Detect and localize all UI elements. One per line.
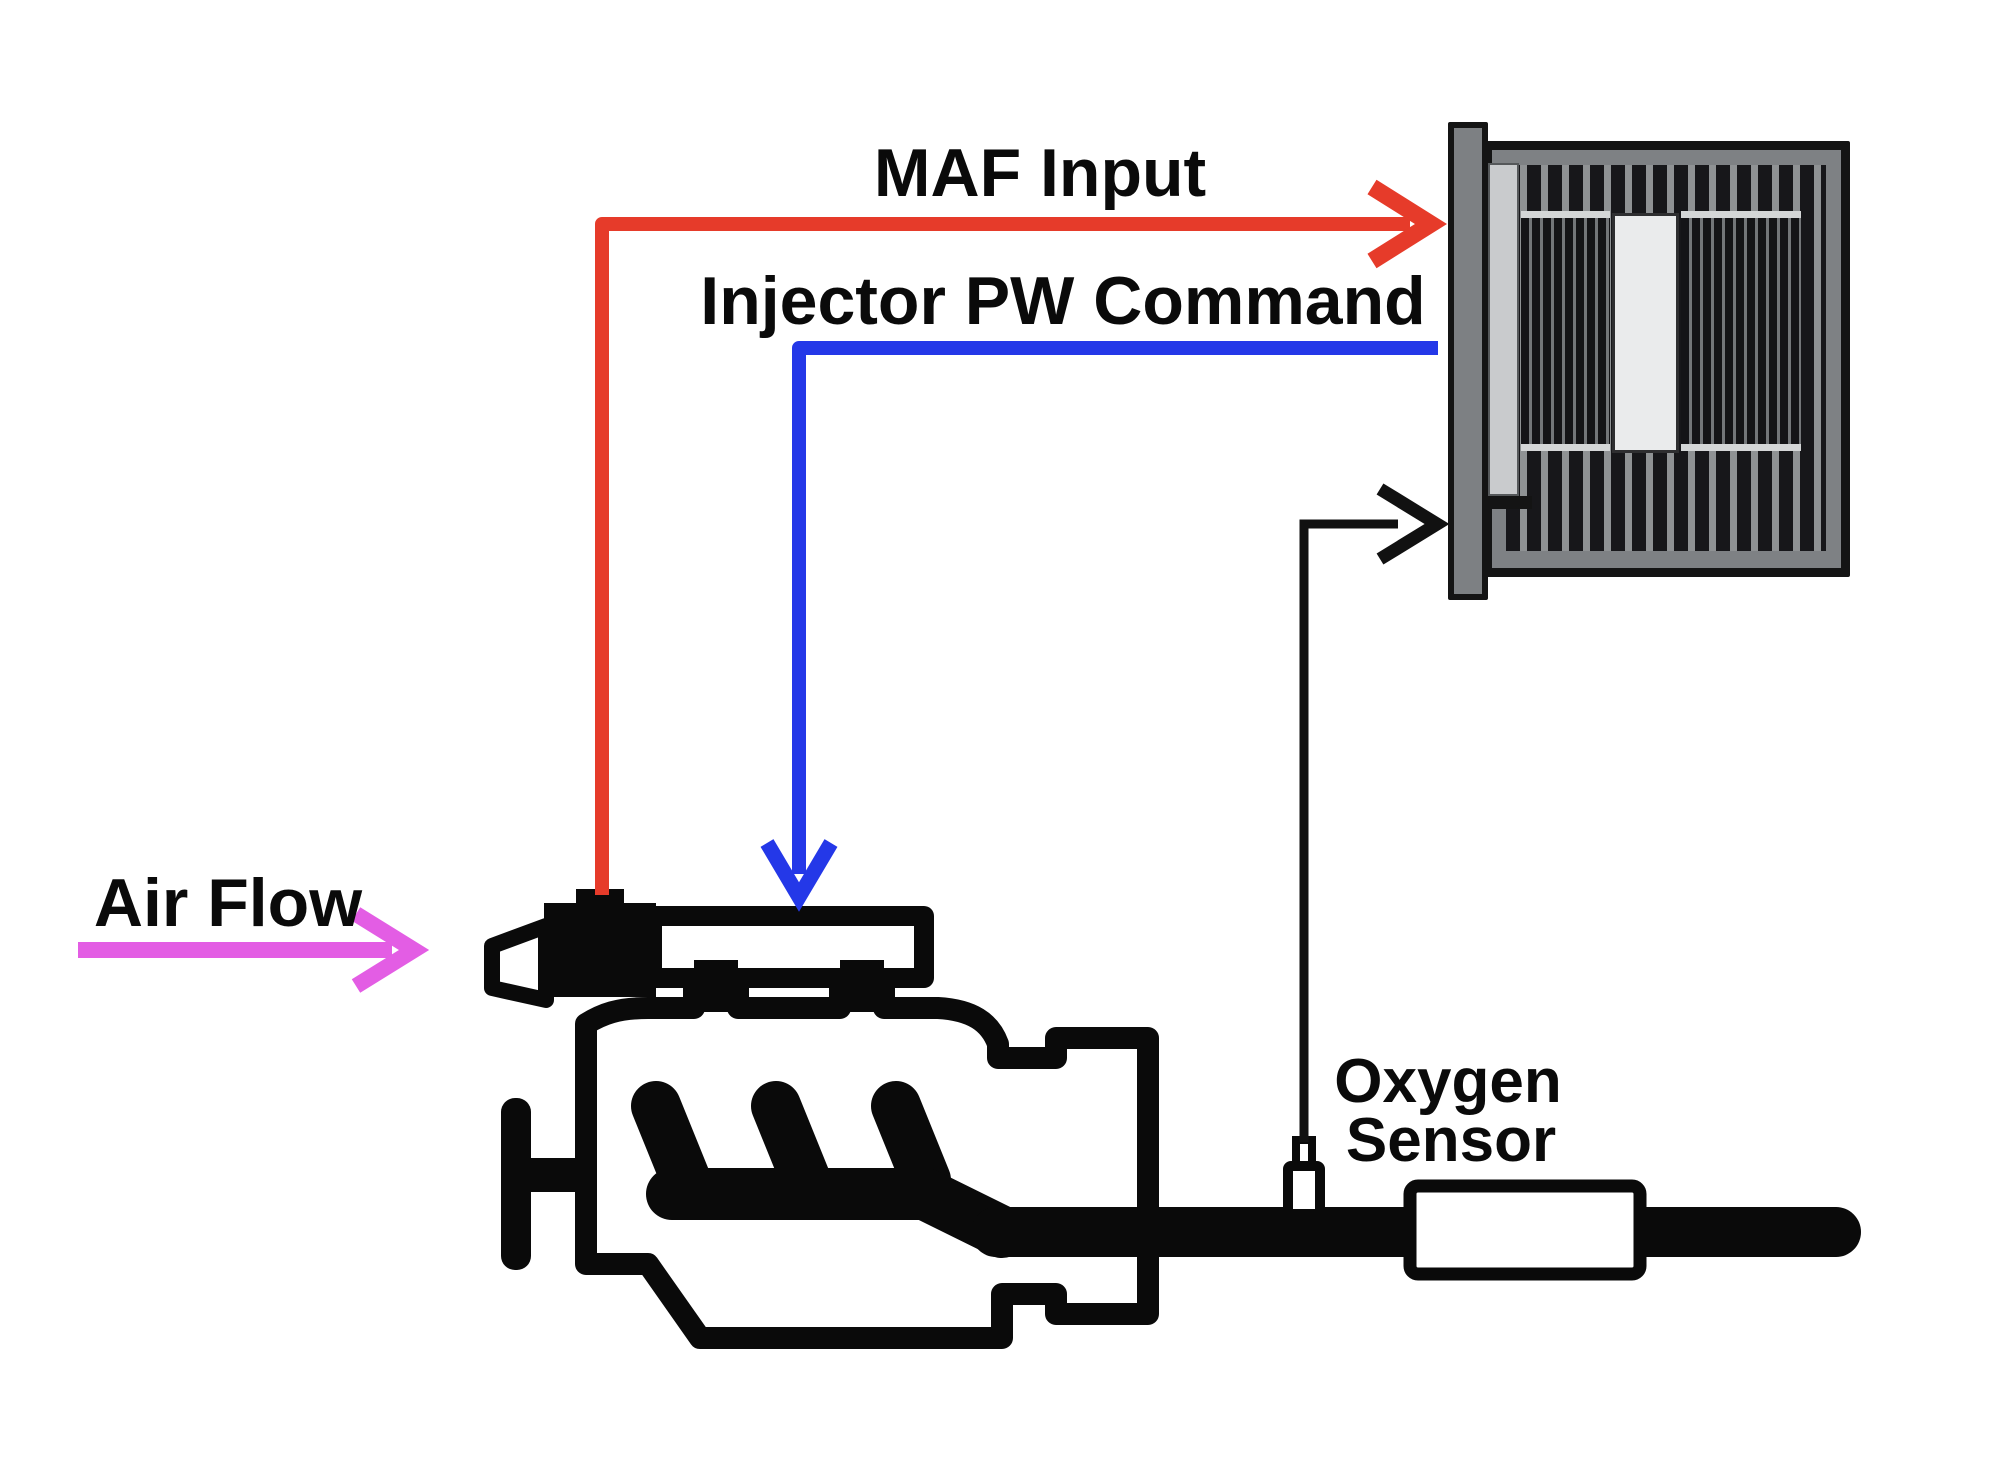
oxygen-sensor bbox=[1283, 1161, 1325, 1219]
muffler bbox=[1403, 1179, 1647, 1281]
exhaust-manifold bbox=[631, 1081, 951, 1205]
air-flow-arrowhead-icon bbox=[351, 907, 430, 993]
oxygen-sensor-arrowhead-icon bbox=[1376, 483, 1450, 565]
air-flow-label: Air Flow bbox=[94, 865, 363, 941]
oxygen-sensor-wire bbox=[1299, 519, 1398, 1142]
air-intake-snout bbox=[484, 918, 554, 1008]
ecu-connector-strip bbox=[1488, 163, 1519, 496]
ecu-center-strip bbox=[1612, 213, 1679, 453]
maf-signal-line bbox=[595, 217, 1410, 895]
maf-input-label: MAF Input bbox=[874, 135, 1206, 211]
injector-command-arrowhead-icon bbox=[760, 839, 838, 912]
valve-cover-tab-right bbox=[840, 960, 884, 1012]
manifold-runner-1 bbox=[631, 1081, 711, 1205]
ecu-fin-panel-left bbox=[1521, 211, 1610, 451]
valve-cover-tab-left bbox=[694, 960, 738, 1012]
maf-sensor bbox=[544, 903, 656, 997]
maf-signal-arrowhead-icon bbox=[1367, 179, 1447, 269]
ecu-connector-foot bbox=[1488, 496, 1532, 509]
crank-pulley-link bbox=[528, 1158, 580, 1192]
injector-command-line bbox=[792, 341, 1438, 874]
manifold-runner-2 bbox=[751, 1081, 831, 1205]
oxygen-sensor-label-line1: Oxygen bbox=[1334, 1047, 1561, 1116]
maf-sensor-terminal bbox=[576, 889, 624, 907]
oxygen-sensor-label-line2: Sensor bbox=[1346, 1106, 1556, 1175]
ecu-fin-panel-right bbox=[1681, 211, 1801, 451]
injector-pw-label: Injector PW Command bbox=[700, 263, 1425, 339]
manifold-runner-3 bbox=[871, 1081, 951, 1205]
crank-pulley bbox=[501, 1098, 531, 1270]
